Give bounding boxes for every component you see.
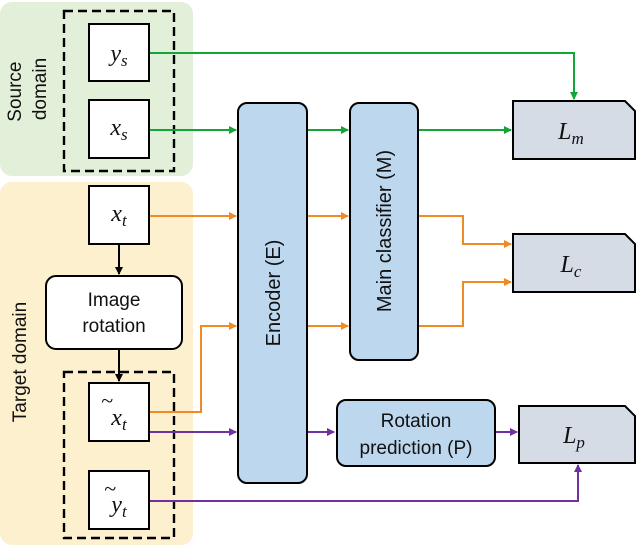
svg-text:Encoder (E): Encoder (E) <box>263 240 285 347</box>
svg-text:xs: xs <box>109 115 128 144</box>
encoder-block: Encoder (E) <box>237 102 308 484</box>
svg-text:Main classifier (M): Main classifier (M) <box>374 150 396 312</box>
svg-text:yt: yt <box>109 492 128 521</box>
svg-text:Image: Image <box>88 290 141 311</box>
source-input-group <box>62 9 176 173</box>
yt-tilde-node: ~ yt <box>88 470 150 530</box>
xt-tilde-node: ~ xt <box>88 382 150 442</box>
rotated-input-group <box>62 370 176 540</box>
rotation-prediction-block: Rotation prediction (P) <box>336 399 496 467</box>
svg-text:~: ~ <box>104 476 116 501</box>
xt-node: xt <box>88 185 150 245</box>
xt-tilde-to-encoder-arrow <box>149 322 237 413</box>
lc-loss: Lc <box>512 233 636 293</box>
svg-text:Lm: Lm <box>557 119 584 148</box>
svg-text:rotation: rotation <box>82 316 145 337</box>
yt-tilde-to-lp-arrow <box>149 464 582 502</box>
lp-loss: Lp <box>518 405 636 464</box>
classifier-to-lc-arrow-2 <box>418 278 512 327</box>
ys-to-lm-arrow <box>149 52 578 100</box>
lm-loss: Lm <box>512 100 636 160</box>
svg-text:~: ~ <box>101 388 113 413</box>
main-classifier-block: Main classifier (M) <box>349 102 419 361</box>
xs-node: xs <box>88 99 150 159</box>
svg-text:Rotation: Rotation <box>381 411 452 432</box>
svg-text:Lc: Lc <box>560 252 582 281</box>
classifier-to-lc-arrow-1 <box>418 215 512 248</box>
svg-text:prediction (P): prediction (P) <box>360 438 473 459</box>
svg-text:xt: xt <box>110 201 128 230</box>
svg-text:xt: xt <box>110 405 128 434</box>
image-rotation-node: Image rotation <box>45 275 183 350</box>
target-domain-label: Target domain <box>10 302 31 422</box>
svg-text:Lp: Lp <box>562 423 585 452</box>
svg-text:ys: ys <box>108 41 128 70</box>
ys-node: ys <box>88 23 150 82</box>
target-domain-region <box>0 182 193 545</box>
source-domain-label: Source domain <box>5 56 51 121</box>
